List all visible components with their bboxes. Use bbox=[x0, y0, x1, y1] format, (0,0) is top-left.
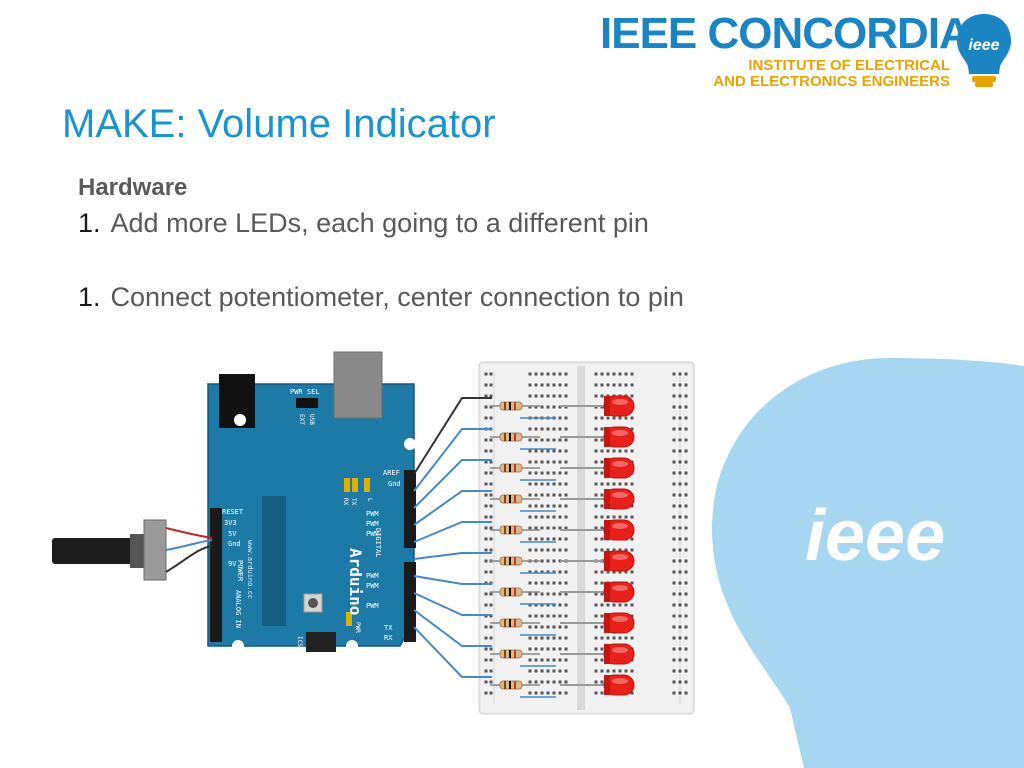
list-item: 1. Add more LEDs, each going to a differe… bbox=[78, 204, 684, 242]
resistor bbox=[490, 680, 540, 690]
signal-wire bbox=[413, 397, 492, 475]
pwm-label: PWM bbox=[366, 582, 379, 590]
v33-label: 3V3 bbox=[224, 519, 237, 527]
slide-title: MAKE: Volume Indicator bbox=[62, 102, 496, 146]
reset-label: RESET bbox=[222, 508, 244, 516]
logo-wordmark: IEEE CONCORDIA bbox=[600, 9, 971, 58]
resistor bbox=[490, 618, 540, 628]
led bbox=[603, 643, 635, 665]
signal-wire bbox=[413, 609, 492, 647]
mounting-hole bbox=[404, 438, 416, 450]
mounting-hole bbox=[234, 414, 246, 426]
pwr-sel-label: PWR SEL bbox=[290, 388, 320, 396]
rx-label: RX bbox=[384, 634, 393, 642]
signal-wire bbox=[413, 459, 492, 509]
slide-body: Hardware 1. Add more LEDs, each going to … bbox=[78, 172, 684, 316]
potentiometer-knob bbox=[52, 538, 138, 564]
ieee-bulb-icon: ieee bbox=[957, 14, 1011, 87]
list-item: 1. Connect potentiometer, center connecti… bbox=[78, 278, 684, 316]
section-heading: Hardware bbox=[78, 174, 188, 201]
gnd-label: Gnd bbox=[228, 540, 241, 548]
signal-wire bbox=[413, 575, 492, 585]
signal-wire bbox=[413, 552, 492, 560]
resistor bbox=[490, 525, 540, 535]
resistor bbox=[490, 432, 540, 442]
led bbox=[603, 457, 635, 479]
resistor bbox=[490, 556, 540, 566]
board-site: www.arduino.cc bbox=[246, 540, 254, 599]
analog-label: ANALOG IN bbox=[234, 590, 242, 628]
list-number: 1. bbox=[78, 282, 101, 312]
mounting-hole bbox=[346, 640, 358, 652]
signal-wire bbox=[413, 490, 492, 526]
led bbox=[603, 550, 635, 572]
signal-wire bbox=[413, 521, 492, 543]
digital-label: DIGITAL bbox=[374, 528, 382, 558]
mounting-hole bbox=[232, 640, 244, 652]
led bbox=[603, 581, 635, 603]
digital-header-top bbox=[404, 470, 416, 548]
list-text: Add more LEDs, each going to a different… bbox=[110, 208, 649, 238]
icsp-header bbox=[306, 632, 336, 652]
usb-connector bbox=[333, 351, 383, 419]
signal-wire bbox=[413, 428, 492, 492]
power-label: POWER bbox=[236, 560, 244, 582]
list-number: 1. bbox=[78, 208, 101, 238]
power-header bbox=[210, 508, 222, 602]
aref-label: AREF bbox=[383, 469, 400, 477]
gnd-label-top: Gnd bbox=[388, 480, 401, 488]
logo-subtitle-line1: INSTITUTE OF ELECTRICAL bbox=[748, 57, 950, 74]
led bbox=[603, 612, 635, 634]
potentiometer bbox=[52, 519, 213, 581]
led bbox=[603, 519, 635, 541]
resistor bbox=[490, 649, 540, 659]
led bbox=[603, 395, 635, 417]
analog-header bbox=[210, 584, 222, 642]
pwm-label: PWM bbox=[366, 572, 379, 580]
v5-label: 5V bbox=[228, 530, 237, 538]
pwr-led-label: PWR bbox=[354, 622, 361, 633]
rx-led-label: RX bbox=[342, 498, 349, 506]
list-text: Connect potentiometer, center connection… bbox=[110, 282, 684, 312]
pwr-sel-jumper bbox=[296, 398, 318, 408]
logo-subtitle-line2: AND ELECTRONICS ENGINEERS bbox=[713, 73, 950, 90]
pwm-label: PWM bbox=[366, 530, 379, 538]
vin-label: 9V bbox=[228, 560, 237, 568]
resistor bbox=[490, 494, 540, 504]
resistor bbox=[490, 587, 540, 597]
led bbox=[603, 674, 635, 696]
arduino-board: Arduino www.arduino.cc RESET 3V3 5V Gnd … bbox=[207, 351, 416, 652]
led bbox=[603, 426, 635, 448]
board-brand: Arduino bbox=[346, 548, 365, 615]
chip bbox=[262, 496, 286, 626]
icsp-label: ICSP bbox=[296, 636, 303, 651]
ext-label: EXT bbox=[298, 414, 305, 425]
signal-wire bbox=[413, 592, 492, 616]
signal-wire bbox=[413, 626, 492, 678]
tx-label: TX bbox=[384, 624, 393, 632]
digital-header-bottom bbox=[404, 562, 416, 642]
pwm-label: PWM bbox=[366, 602, 379, 610]
tx-led-label: TX bbox=[350, 498, 357, 506]
led bbox=[603, 488, 635, 510]
l-led-label: L bbox=[366, 498, 373, 502]
resistor bbox=[490, 401, 540, 411]
bulb-lettering: ieee bbox=[968, 37, 999, 54]
pwm-label: PWM bbox=[366, 510, 379, 518]
bulb-background-lettering: ieee bbox=[805, 496, 945, 576]
resistor bbox=[490, 463, 540, 473]
pwm-label: PWM bbox=[366, 520, 379, 528]
usb-label: USB bbox=[308, 414, 315, 425]
breadboard bbox=[478, 361, 695, 715]
